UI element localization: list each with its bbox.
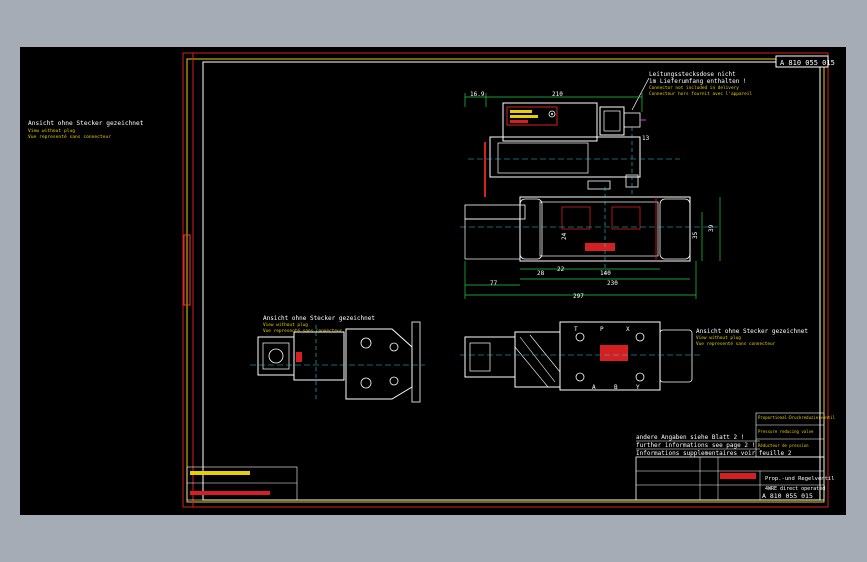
port-b: B	[614, 384, 618, 391]
port-x: X	[626, 326, 630, 333]
title-number: A 810 055 015	[762, 492, 813, 500]
bottom-note-line2: further informations see page 2 !	[636, 442, 755, 449]
end-view-drawing	[250, 321, 425, 403]
title-r3: Réducteur de pression	[758, 443, 809, 448]
left-rotated-stamp	[183, 234, 191, 306]
left-note-line2: View without plug	[28, 128, 75, 134]
dim-13: 13	[642, 135, 650, 142]
inner-white-frame	[202, 61, 821, 501]
title-block: Proportional-Druckreduzierventil Pressur…	[635, 412, 836, 501]
dim-35: 35	[692, 231, 699, 239]
dim-140: 140	[600, 270, 611, 277]
dim-28: 28	[537, 270, 545, 277]
dim-77: 77	[490, 280, 498, 287]
dim-24: 24	[561, 232, 568, 240]
dim-22: 22	[557, 266, 565, 273]
cad-viewport[interactable]: A 810 055 015 Ansicht ohne Stecker gezei…	[20, 47, 846, 515]
bottom-view-drawing: T P X A B Y	[460, 321, 700, 391]
dim-297: 297	[573, 293, 584, 300]
left-note-line3: Vue representé sans connecteur	[28, 133, 111, 140]
connector-note-line4: Connecteur hors fournit avec l'appareil	[649, 91, 752, 97]
yellow-frame	[186, 58, 825, 503]
mid-left-note-line3: Vue representé sans connecteur	[263, 327, 343, 334]
top-view-drawing: 16.9 210 13	[460, 91, 721, 300]
connector-note-line3: Connector not included in delivery	[649, 85, 739, 91]
port-y: Y	[636, 384, 640, 391]
dim-230: 230	[607, 280, 618, 287]
dim-210: 210	[552, 91, 563, 98]
connector-leader-line	[631, 77, 650, 111]
connector-note-line2: im Lieferumfang enthalten !	[649, 78, 747, 85]
revision-highlight	[190, 471, 250, 475]
mid-right-note-line3: Vue representé sans connecteur	[696, 340, 776, 347]
port-a: A	[592, 384, 596, 391]
drawing-canvas: A 810 055 015 Ansicht ohne Stecker gezei…	[28, 52, 836, 508]
bottom-note-line1: andere Angaben siehe Blatt 2 !	[636, 434, 744, 441]
mid-right-note-line1: Ansicht ohne Stecker gezeichnet	[696, 328, 808, 335]
title-name2: 4WRE direct operated	[765, 486, 825, 492]
connector-note-line1: Leitungsstecksdose nicht	[649, 71, 736, 78]
revision-red-mark	[190, 491, 270, 495]
bottom-note-line3: Informations supplementaires voir feuill…	[636, 450, 792, 457]
port-p: P	[600, 326, 604, 333]
outer-red-frame	[182, 52, 829, 508]
dim-39: 39	[708, 224, 715, 232]
drawing-number-text: A 810 055 015	[780, 59, 835, 67]
left-note-line1: Ansicht ohne Stecker gezeichnet	[28, 120, 144, 127]
dim-16-9: 16.9	[470, 91, 485, 98]
mid-right-note-line2: View without plug	[696, 335, 741, 341]
title-name1: Prop.-und Regelventil	[765, 476, 835, 482]
port-t-top: T	[574, 326, 578, 333]
title-r2: Pressure reducing valve	[758, 429, 814, 434]
revision-strip	[186, 466, 298, 501]
title-r1: Proportional-Druckreduzierventil	[758, 415, 836, 420]
drawing-number-box	[775, 55, 829, 68]
mid-left-note-line2: View without plug	[263, 322, 308, 328]
mid-left-note-line1: Ansicht ohne Stecker gezeichnet	[263, 315, 375, 322]
